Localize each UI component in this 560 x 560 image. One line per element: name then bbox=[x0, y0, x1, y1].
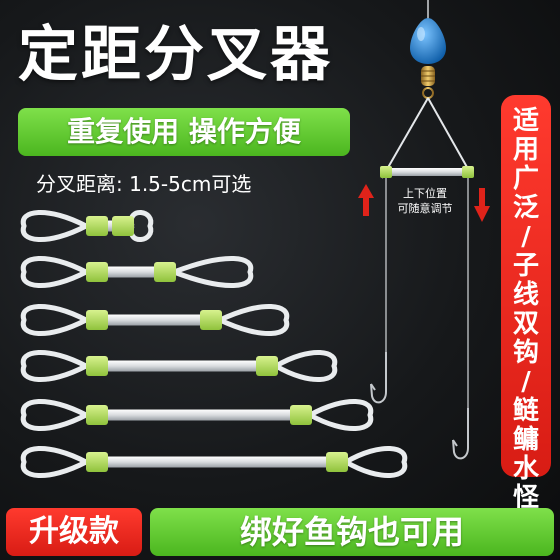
side-banner-char: 水 bbox=[512, 454, 539, 484]
side-banner-char: 广 bbox=[512, 164, 539, 194]
fish-hook-icon bbox=[452, 408, 469, 460]
side-banner-char: 鲢 bbox=[512, 396, 539, 426]
connector-tube bbox=[86, 314, 220, 326]
right-loop bbox=[308, 399, 374, 431]
rig-connector bbox=[382, 168, 472, 176]
connector-samples bbox=[20, 210, 408, 478]
connector-sample-4 bbox=[20, 350, 338, 382]
right-loop bbox=[128, 210, 154, 242]
side-banner-char: 子 bbox=[512, 251, 539, 281]
side-banner-char: 用 bbox=[512, 135, 539, 165]
connector-sample-5 bbox=[20, 399, 374, 431]
adjust-hint-line: 上下位置 bbox=[403, 187, 447, 200]
green-sleeve bbox=[86, 405, 108, 425]
left-branch-line bbox=[381, 97, 429, 179]
side-banner-char: 钩 bbox=[512, 338, 539, 368]
distance-spec: 分叉距离: 1.5-5cm可选 bbox=[36, 172, 252, 196]
adjust-hint-line: 可随意调节 bbox=[397, 202, 453, 215]
green-sleeve bbox=[326, 452, 348, 472]
rig-illustration bbox=[358, 0, 490, 460]
green-sleeve bbox=[86, 452, 108, 472]
green-sleeve bbox=[154, 262, 176, 282]
side-usage-banner: 适 用 广 泛 / 子 线 双 钩 / 鲢 鳙 水 怪 bbox=[501, 95, 551, 513]
left-loop bbox=[20, 350, 88, 382]
green-sleeve bbox=[86, 356, 108, 376]
right-loop bbox=[218, 304, 290, 336]
left-loop bbox=[20, 304, 88, 336]
up-arrow-icon bbox=[358, 184, 374, 216]
adjust-hint: 上下位置 可随意调节 bbox=[392, 186, 458, 216]
fish-hook-icon bbox=[370, 352, 387, 404]
green-sleeve bbox=[86, 262, 108, 282]
swivel-icon bbox=[421, 66, 435, 99]
green-sleeve bbox=[112, 216, 134, 236]
connector-tube bbox=[86, 360, 276, 372]
green-sleeve bbox=[290, 405, 312, 425]
fishing-weight-icon bbox=[410, 18, 446, 64]
green-sleeve bbox=[86, 310, 108, 330]
bottom-banner: 绑好鱼钩也可用 bbox=[150, 508, 554, 556]
left-loop bbox=[20, 256, 88, 288]
side-banner-char: / bbox=[521, 222, 531, 252]
side-banner-char: 线 bbox=[512, 280, 539, 310]
green-sleeve bbox=[200, 310, 222, 330]
left-loop bbox=[20, 210, 88, 242]
connector-sample-6 bbox=[20, 446, 408, 478]
side-banner-char: 泛 bbox=[512, 193, 539, 223]
down-arrow-icon bbox=[474, 188, 490, 222]
side-banner-char: 鳙 bbox=[512, 425, 539, 455]
connector-tube bbox=[86, 456, 346, 468]
left-loop bbox=[20, 446, 88, 478]
right-branch-line bbox=[427, 97, 473, 177]
side-banner-char: 适 bbox=[512, 106, 539, 136]
connector-sample-1 bbox=[20, 210, 154, 242]
upgrade-badge: 升级款 bbox=[6, 508, 142, 556]
left-loop bbox=[20, 399, 88, 431]
side-banner-char: 怪 bbox=[512, 483, 539, 513]
connector-tube bbox=[86, 409, 310, 421]
green-sleeve bbox=[86, 216, 108, 236]
feature-banner: 重复使用 操作方便 bbox=[18, 108, 350, 156]
right-loop bbox=[274, 350, 338, 382]
side-banner-char: 双 bbox=[512, 309, 539, 339]
product-title: 定距分叉器 bbox=[18, 20, 333, 90]
right-loop bbox=[173, 255, 254, 289]
connector-sample-3 bbox=[20, 304, 290, 336]
side-banner-char: / bbox=[521, 367, 531, 397]
green-sleeve bbox=[256, 356, 278, 376]
connector-sample-2 bbox=[20, 255, 254, 289]
right-loop bbox=[344, 446, 408, 478]
